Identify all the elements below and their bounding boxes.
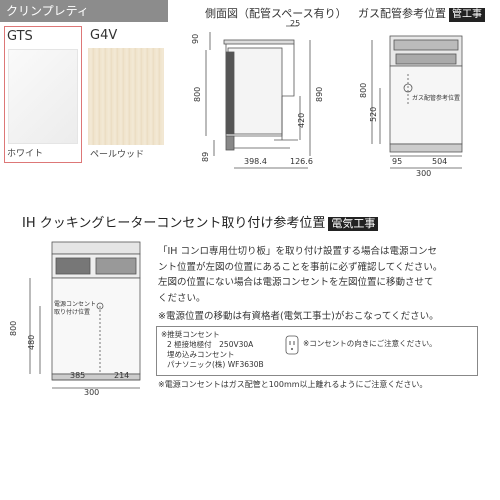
swatch-code: GTS xyxy=(7,29,33,44)
dim-800: 800 xyxy=(9,321,18,336)
side-view-diagram: 25 90 800 890 420 89 398.4 126.6 xyxy=(191,19,324,169)
dim-504: 504 xyxy=(432,157,447,166)
dim-385: 385 xyxy=(70,371,85,380)
dim-800: 800 xyxy=(359,83,368,98)
countertop xyxy=(223,39,295,45)
front-panel xyxy=(225,51,235,135)
outlet-marker xyxy=(96,302,104,310)
dim-25: 25 xyxy=(290,19,300,28)
dim-480: 480 xyxy=(27,335,36,350)
gas-view-diagram: ガス配管参考位置 800 520 95 504 300 xyxy=(359,35,463,178)
gas-work-tag: 管工事 xyxy=(449,8,485,22)
dim-90: 90 xyxy=(191,34,200,44)
recommended-outlet-box: ※推奨コンセント 2 極接地極付 250V30A 埋め込みコンセント パナソニッ… xyxy=(156,326,478,376)
gas-pipe-marker xyxy=(403,83,413,93)
swatch-white[interactable]: GTS ホワイト xyxy=(4,26,82,163)
electrical-work-tag: 電気工事 xyxy=(328,217,379,231)
gas-view-title: ガス配管参考位置 xyxy=(358,7,446,20)
swatch-pale-wood[interactable]: G4V ペールウッド xyxy=(88,26,166,163)
dim-89: 89 xyxy=(201,152,210,162)
dim-214: 214 xyxy=(114,371,129,380)
color-sample xyxy=(88,48,164,145)
dim-520: 520 xyxy=(369,107,378,122)
gas-pipe-label: ガス配管参考位置 xyxy=(412,94,460,102)
dim-398: 398.4 xyxy=(244,157,267,166)
swatch-name: ホワイト xyxy=(7,149,44,159)
outlet-label-1: 電源コンセント xyxy=(54,300,96,308)
ih-view-diagram: 電源コンセント 取り付け位置 800 480 385 214 300 xyxy=(9,241,141,396)
gas-cabinet xyxy=(389,65,463,145)
instructions: 「IH コンロ専用仕切り板」を取り付け設置する場合は電源コンセ ント位置が左図の… xyxy=(158,246,443,322)
outlet-icon xyxy=(285,335,299,355)
ih-cooktop xyxy=(51,241,141,255)
dim-800: 800 xyxy=(193,87,202,102)
ih-section-title: IH クッキングヒーターコンセント取り付け参考位置 xyxy=(22,216,326,231)
dim-420: 420 xyxy=(297,113,306,128)
outlet-direction-note: ※コンセントの向きにご注意ください。 xyxy=(303,339,437,348)
plinth xyxy=(225,135,235,151)
ih-cabinet xyxy=(51,277,141,375)
dim-890: 890 xyxy=(315,87,324,102)
dim-95: 95 xyxy=(392,157,402,166)
dim-126: 126.6 xyxy=(290,157,313,166)
dim-300: 300 xyxy=(416,169,431,178)
swatch-code: G4V xyxy=(90,28,118,43)
series-header: クリンプレティ xyxy=(0,0,168,22)
footer-note: ※電源コンセントはガス配管と100mm以上離れるようにご注意ください。 xyxy=(158,380,428,389)
cabinet-body xyxy=(227,47,283,135)
dim-300: 300 xyxy=(84,388,99,396)
outlet-label-2: 取り付け位置 xyxy=(54,308,90,316)
color-sample xyxy=(8,49,78,144)
swatch-name: ペールウッド xyxy=(90,150,145,160)
side-view-title: 側面図（配管スペース有り） xyxy=(205,7,347,20)
